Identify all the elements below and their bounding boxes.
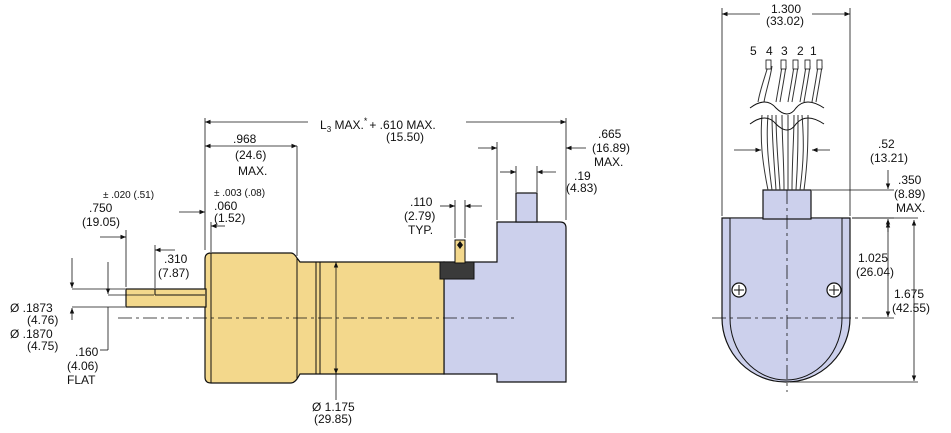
boss-width: .19 [574, 169, 591, 183]
flat-depth-mm: (4.06) [67, 359, 98, 373]
wire-spread: .52 [878, 137, 895, 151]
screw-right-icon [826, 282, 842, 298]
encoder-boss [515, 192, 538, 223]
boss-width-mm: (4.83) [566, 181, 597, 195]
total-height: 1.675 [894, 287, 924, 301]
shaft-diameter-min-mm: (4.75) [27, 339, 58, 353]
length-metric: (15.50) [386, 130, 424, 144]
flange-thickness-mm: (1.52) [214, 211, 245, 225]
screw-left-icon [731, 282, 747, 298]
output-shaft [125, 288, 207, 308]
encoder-overhang-note: MAX. [594, 155, 623, 169]
flat-depth: .160 [75, 345, 99, 359]
terminal-width: .110 [410, 195, 433, 209]
gearhead-length: .968 [233, 132, 257, 146]
flange-tolerance: ± .003 (.08) [214, 188, 265, 199]
end-cap-face [729, 217, 843, 381]
end-width: 1.300 [771, 2, 801, 16]
flange-thickness: .060 [214, 199, 238, 213]
encoder-overhang: .665 [598, 127, 622, 141]
wire-numbers: 5 4 3 2 1 [750, 44, 817, 58]
grommet-height-note: MAX. [896, 201, 925, 215]
terminal-width-mm: (2.79) [404, 209, 435, 223]
wire-tips [765, 59, 823, 70]
break-line-bottom [749, 117, 825, 131]
terminal-width-note: TYP. [408, 223, 433, 237]
encoder-overhang-mm: (16.89) [592, 141, 630, 155]
body-diameter: Ø 1.175 [312, 400, 355, 414]
shaft-diameter-max-mm: (4.76) [27, 313, 58, 327]
wire-number: 2 [797, 44, 804, 58]
shaft-diameter-min: Ø .1870 [10, 327, 53, 341]
shaft-length-mm: (19.05) [82, 215, 120, 229]
break-line-top [749, 101, 825, 115]
center-height: 1.025 [858, 251, 888, 265]
gearhead-length-note: MAX. [238, 164, 267, 178]
end-view: 5 4 3 2 1 1.300 (33.02) .52 (13.21) .350… [712, 2, 930, 392]
terminal-tab-icon [457, 241, 463, 249]
wire-spread-mm: (13.21) [870, 151, 908, 165]
terminal-post [454, 239, 466, 264]
shaft-length-tolerance: ± .020 (.51) [103, 190, 154, 201]
length-label: L3 MAX.*+ .610 MAX. [320, 116, 436, 134]
grommet-height-mm: (8.89) [894, 187, 925, 201]
wire-number: 3 [781, 44, 788, 58]
center-height-mm: (26.04) [856, 265, 894, 279]
flat-length-mm: (7.87) [158, 266, 189, 280]
lead-wires [757, 65, 823, 191]
side-view: L3 MAX.*+ .610 MAX. (15.50) .968 (24.6) … [10, 116, 630, 426]
terminal-block [439, 261, 475, 280]
shaft-diameter-max: Ø .1873 [10, 301, 53, 315]
gearhead-length-mm: (24.6) [235, 148, 266, 162]
wire-number: 4 [766, 44, 773, 58]
wire-number: 1 [810, 44, 817, 58]
total-height-mm: (42.55) [892, 301, 930, 315]
body-diameter-mm: (29.85) [314, 412, 352, 426]
flat-note: FLAT [67, 373, 96, 387]
shaft-length: .750 [89, 201, 113, 215]
flat-length: .310 [164, 252, 188, 266]
wire-number: 5 [750, 44, 757, 58]
end-width-mm: (33.02) [766, 14, 804, 28]
grommet-height: .350 [898, 173, 922, 187]
